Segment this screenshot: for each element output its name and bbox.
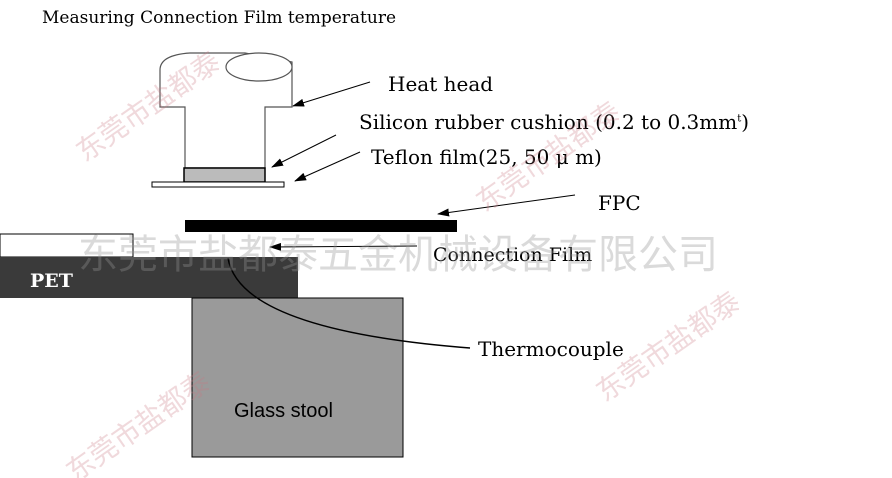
label-fpc: FPC	[598, 191, 641, 215]
label-silicon-rubber-cushion: Silicon rubber cushion (0.2 to 0.3mmt)	[359, 110, 749, 134]
connection-film	[185, 232, 315, 238]
silicon-rubber-cushion	[183, 167, 266, 183]
label-connection-film: Connection Film	[433, 244, 593, 266]
silicon-end: )	[741, 110, 750, 134]
label-thermocouple: Thermocouple	[478, 337, 624, 361]
label-pet: PET	[30, 270, 73, 292]
label-heat-head: Heat head	[388, 72, 494, 96]
silicon-sup: t	[737, 113, 742, 125]
thermocouple-wire	[227, 257, 471, 349]
teflon-film	[151, 181, 285, 188]
heat-head	[159, 52, 293, 169]
silicon-text: Silicon rubber cushion (0.2 to 0.3mm	[359, 110, 738, 134]
label-glass-stool: Glass stool	[234, 400, 333, 422]
glass-stool	[191, 297, 404, 458]
fpc	[185, 220, 457, 232]
watermark-banner: 东莞市盐都泰五金机械设备有限公司	[78, 232, 718, 278]
diagram-title: Measuring Connection Film temperature	[42, 8, 397, 28]
arrows	[269, 81, 576, 251]
label-teflon-film: Teflon film(25, 50 μ m)	[371, 145, 602, 169]
